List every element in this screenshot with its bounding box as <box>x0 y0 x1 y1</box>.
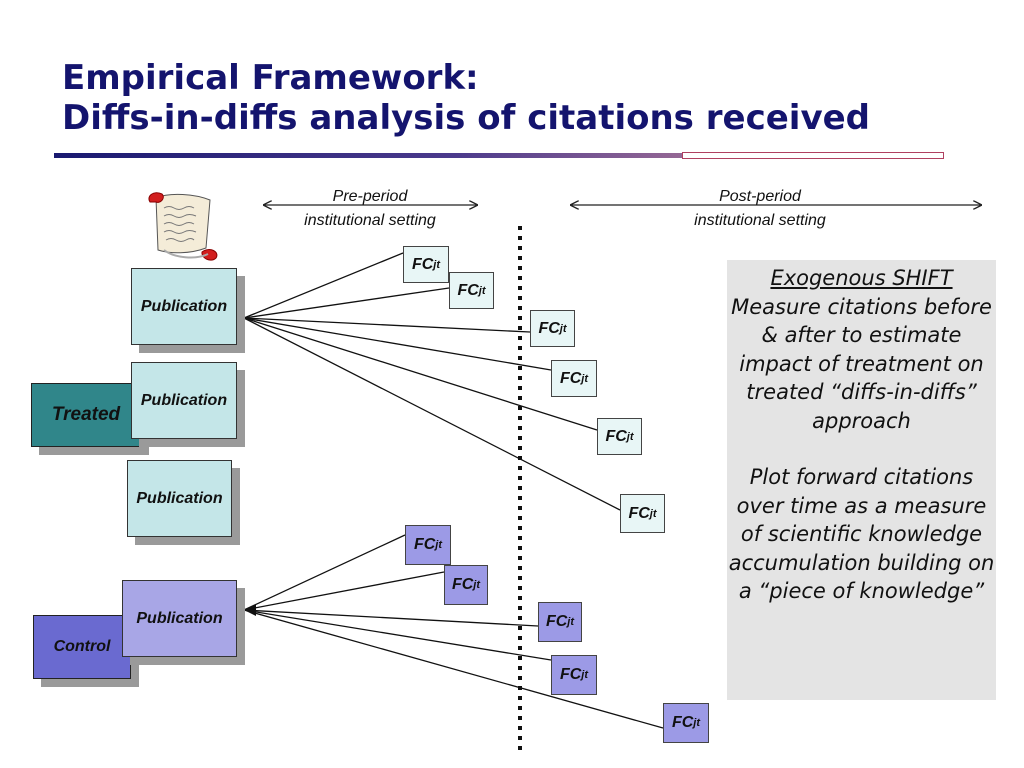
treated-publication-3: Publication <box>127 460 232 537</box>
treated-publication-2: Publication <box>131 362 237 439</box>
treated-publication-1: Publication <box>131 268 237 345</box>
treated-citation-lines <box>243 252 621 511</box>
textbox-heading: Exogenous SHIFT <box>770 266 953 290</box>
title-line-2: Diffs-in-diffs analysis of citations rec… <box>62 98 871 138</box>
control-group-box: Control <box>33 615 131 679</box>
scroll-icon <box>148 192 218 261</box>
slide-title: Empirical Framework: Diffs-in-diffs anal… <box>62 58 870 138</box>
post-period-label: Post-period institutional setting <box>694 188 826 229</box>
control-publication: Publication <box>122 580 237 657</box>
control-junction-arrowhead <box>244 604 256 616</box>
explanation-textbox: Exogenous SHIFT Measure citations before… <box>727 260 996 700</box>
pre-period-label: Pre-period institutional setting <box>304 188 436 229</box>
control-label: Control <box>53 638 111 655</box>
title-underline <box>54 152 944 159</box>
treated-group-box: Treated <box>31 383 141 447</box>
textbox-paragraph-2: Plot forward citations over time as a me… <box>728 465 995 603</box>
textbox-paragraph-1: Measure citations before & after to esti… <box>731 294 992 433</box>
control-citation-lines <box>243 534 664 729</box>
title-line-1: Empirical Framework: <box>62 58 479 98</box>
treated-label: Treated <box>51 404 121 425</box>
